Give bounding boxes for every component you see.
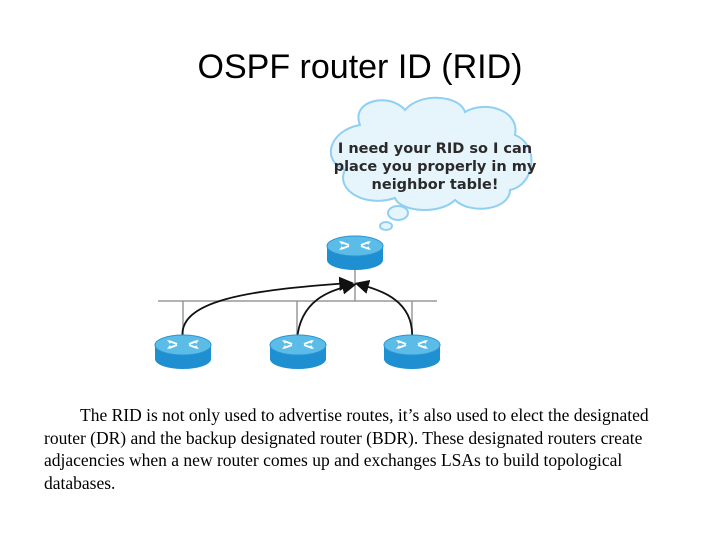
thought-bubble: I need your RID so I can place you prope… (329, 96, 537, 231)
bubble-line-1: I need your RID so I can (338, 141, 532, 157)
router-right-icon (383, 334, 441, 370)
arrow-left-to-top (181, 276, 354, 341)
router-top-icon (326, 235, 384, 271)
bubble-line-3: neighbor table! (372, 177, 499, 193)
bubble-line-2: place you properly in my (334, 159, 537, 175)
slide-title: OSPF router ID (RID) (197, 48, 523, 86)
caption-paragraph: The RID is not only used to advertise ro… (44, 405, 649, 493)
arrow-middle-to-top (296, 280, 357, 341)
arrow-right-to-top (354, 279, 413, 341)
router-middle-icon (269, 334, 327, 370)
router-left-icon (154, 334, 212, 370)
